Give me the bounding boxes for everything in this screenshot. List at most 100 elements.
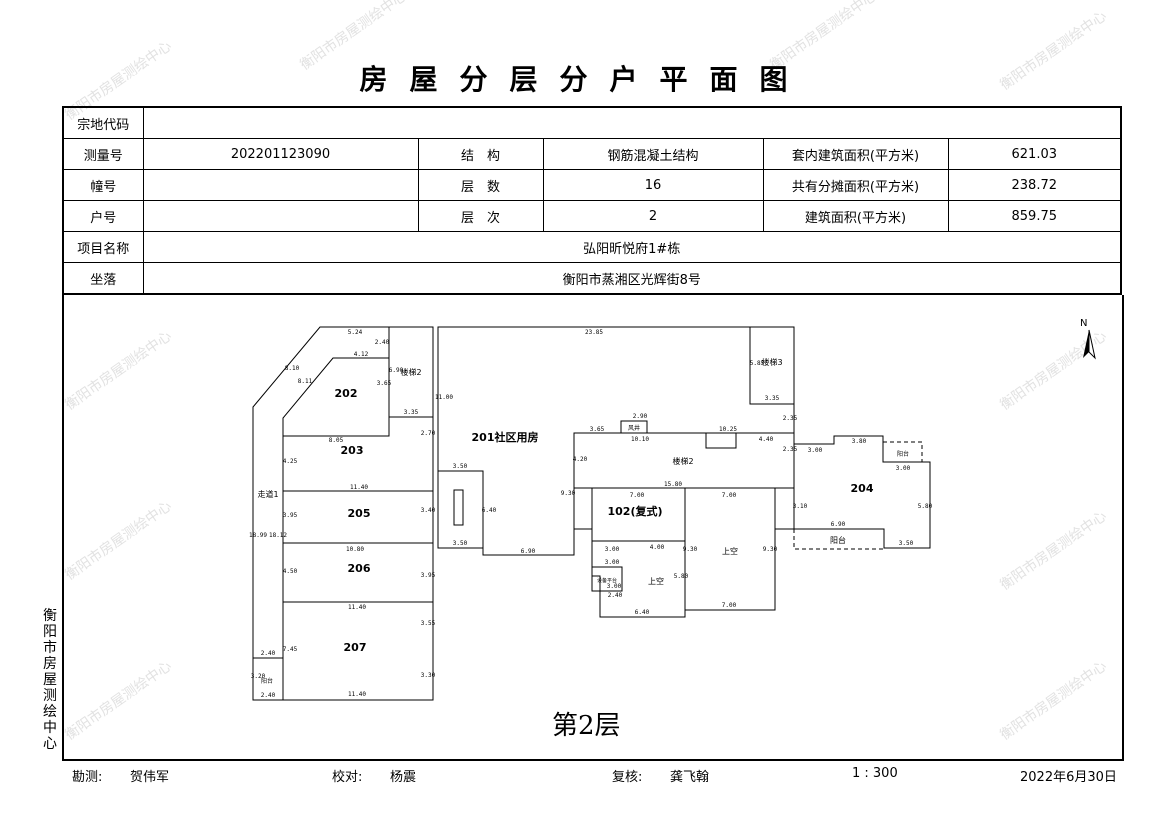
stair-2-label: 楼梯2 — [400, 367, 421, 377]
north-arrow-icon — [1083, 329, 1096, 360]
dim: 9.30 — [763, 546, 778, 553]
label: 项目名称 — [62, 231, 144, 263]
dim: 2.40 — [261, 692, 276, 699]
dim: 15.80 — [664, 481, 682, 488]
void-label: 上空 — [722, 546, 738, 556]
room-203: 203 — [341, 444, 364, 457]
label: 测量号 — [62, 138, 144, 170]
dim: 2.40 — [261, 650, 276, 657]
dim: 2.40 — [608, 592, 623, 599]
total-area: 859.75 — [947, 200, 1122, 232]
checker-label: 校对: — [332, 770, 363, 785]
dim: 5.85 — [750, 360, 765, 367]
dim: 2.35 — [783, 415, 798, 422]
dim: 7.00 — [630, 492, 645, 499]
dim: 2.35 — [783, 446, 798, 453]
dim: 3.00 — [605, 559, 620, 566]
dim: 3.65 — [590, 426, 605, 433]
dim: 9.30 — [561, 490, 576, 497]
floor-name: 第2层 — [552, 711, 621, 741]
label: 坐落 — [62, 262, 144, 295]
room-205: 205 — [348, 507, 371, 520]
page-title: 房屋分层分户平面图 — [359, 63, 810, 96]
dim: 6.90 — [521, 548, 536, 555]
dim: 4.40 — [759, 436, 774, 443]
dim: 6.90 — [831, 521, 846, 528]
dim: 3.40 — [421, 507, 436, 514]
label: 建筑面积(平方米) — [762, 200, 949, 232]
dim: 5.80 — [918, 503, 933, 510]
scale: 1 : 300 — [852, 766, 898, 781]
dim: 3.55 — [421, 620, 436, 627]
room-207: 207 — [344, 641, 367, 654]
dim: 18.99 — [249, 532, 267, 539]
dim: 18.12 — [269, 532, 287, 539]
balcony-label: 阳台 — [261, 677, 273, 685]
dim: 3.35 — [404, 409, 419, 416]
stair-2b-label: 楼梯2 — [672, 456, 693, 466]
stair-3-label: 楼梯3 — [761, 357, 782, 367]
label: 共有分摊面积(平方米) — [762, 169, 949, 201]
balcony-label: 阳台 — [830, 535, 846, 545]
dim: 11.40 — [348, 691, 366, 698]
room-202: 202 — [335, 387, 358, 400]
dim: 3.20 — [251, 673, 266, 680]
dim: 6.90 — [389, 367, 404, 374]
dim: 3.35 — [765, 395, 780, 402]
dim: 3.50 — [453, 463, 468, 470]
dim: 5.80 — [674, 573, 689, 580]
surveyor-label: 勘测: — [72, 770, 103, 785]
dim: 3.00 — [607, 583, 622, 590]
dim: 7.00 — [722, 602, 737, 609]
equipment-label: 设备平台 — [597, 577, 617, 584]
dim: 3.50 — [899, 540, 914, 547]
dim: 3.00 — [808, 447, 823, 454]
dim: 3.10 — [793, 503, 808, 510]
dim: 4.25 — [283, 458, 298, 465]
surveyor: 贺伟军 — [130, 770, 170, 785]
dim: 3.00 — [605, 546, 620, 553]
reviewer: 龚飞翰 — [670, 770, 710, 785]
dim: 6.40 — [635, 609, 650, 616]
dim: 11.40 — [348, 604, 366, 611]
balcony-dashed — [793, 441, 923, 550]
dim: 11.00 — [435, 394, 453, 401]
dim: 4.50 — [283, 568, 298, 575]
side-label: 衡阳市房屋测绘中心 — [43, 608, 57, 752]
void-label: 上空 — [648, 576, 664, 586]
room-204: 204 — [851, 482, 874, 495]
dim: 3.95 — [283, 512, 298, 519]
inner-area: 621.03 — [947, 138, 1122, 170]
dim: 10.10 — [631, 436, 649, 443]
dim: 4.12 — [354, 351, 369, 358]
dim: 5.24 — [348, 329, 363, 336]
balcony-label: 阳台 — [897, 450, 909, 458]
dim: 7.45 — [283, 646, 298, 653]
location: 衡阳市蒸湘区光辉街8号 — [142, 262, 1122, 295]
shared-area: 238.72 — [947, 169, 1122, 201]
dim: 3.95 — [421, 572, 436, 579]
room-102: 102(复式) — [607, 504, 662, 518]
dim: 3.50 — [453, 540, 468, 547]
dim: 8.10 — [285, 365, 300, 372]
project-name: 弘阳昕悦府1#栋 — [142, 231, 1122, 263]
dim: 4.00 — [650, 544, 665, 551]
room-201: 201社区用房 — [472, 430, 539, 444]
reviewer-label: 复核: — [612, 770, 643, 785]
dim: 8.11 — [298, 378, 313, 385]
dim: 9.30 — [683, 546, 698, 553]
label: 结 构 — [417, 138, 544, 170]
dim: 4.20 — [573, 456, 588, 463]
dim: 2.40 — [375, 339, 390, 346]
dim: 8.05 — [329, 437, 344, 444]
date: 2022年6月30日 — [1020, 770, 1117, 785]
dim: 2.90 — [633, 413, 648, 420]
dim: 10.80 — [346, 546, 364, 553]
dimensions: 5.24 4.12 8.10 8.11 2.40 6.90 3.65 3.35 … — [249, 329, 933, 699]
walls — [252, 326, 931, 701]
shaft-label: 风井 — [628, 424, 640, 432]
floors: 16 — [542, 169, 764, 201]
dim: 10.25 — [719, 426, 737, 433]
